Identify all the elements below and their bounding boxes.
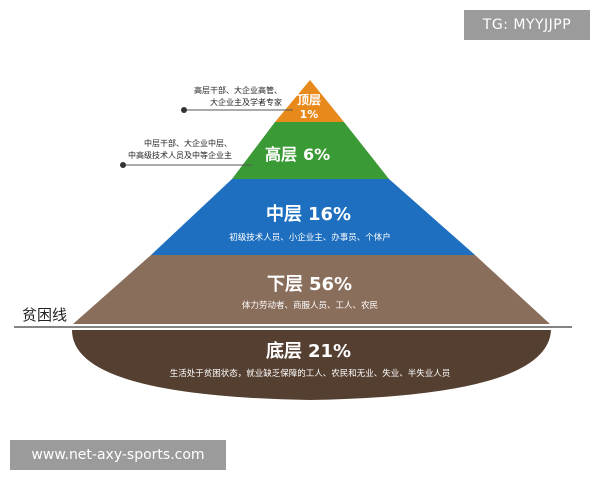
- tier-top-title: 顶层: [297, 93, 321, 107]
- pyramid-tier-middle: [151, 179, 475, 255]
- tier-top-percent: 1%: [300, 108, 319, 121]
- watermark-tg-badge: TG: MYYJJPP: [464, 10, 590, 40]
- tier-bottom-desc: 生活处于贫困状态，就业缺乏保障的工人、农民和无业、失业、半失业人员: [170, 368, 451, 379]
- tier-lower-percent: 56%: [309, 274, 352, 295]
- pyramid-tier-top: [275, 80, 344, 122]
- watermark-url-badge: www.net-axy-sports.com: [10, 440, 226, 470]
- tier-middle-title: 中层: [266, 203, 302, 225]
- tier-middle-desc: 初级技术人员、小企业主、办事员、个体户: [229, 232, 391, 243]
- tier-middle-percent: 16%: [308, 204, 351, 225]
- pyramid-tier-bottom: [72, 330, 551, 400]
- callout-top-dot: [181, 107, 187, 113]
- pyramid-tier-lower: [73, 255, 550, 324]
- tier-lower-desc: 体力劳动者、商服人员、工人、农民: [242, 300, 378, 311]
- callout-top-line2: 大企业主及学者专家: [210, 97, 282, 107]
- tier-high-title: 高层: [265, 145, 297, 164]
- tier-high-percent: 6%: [303, 145, 330, 164]
- callout-top-line1: 高层干部、大企业高管、: [194, 85, 282, 95]
- pyramid-tier-high: [232, 122, 389, 179]
- tier-bottom-percent: 21%: [308, 341, 351, 362]
- tier-bottom-title: 底层: [266, 340, 302, 362]
- callout-high-line1: 中层干部、大企业中层、: [144, 138, 232, 148]
- callout-high-dot: [120, 162, 126, 168]
- poverty-line-label: 贫困线: [22, 306, 67, 324]
- tier-lower-title: 下层: [267, 274, 303, 295]
- callout-high-line2: 中高级技术人员及中等企业主: [128, 150, 232, 160]
